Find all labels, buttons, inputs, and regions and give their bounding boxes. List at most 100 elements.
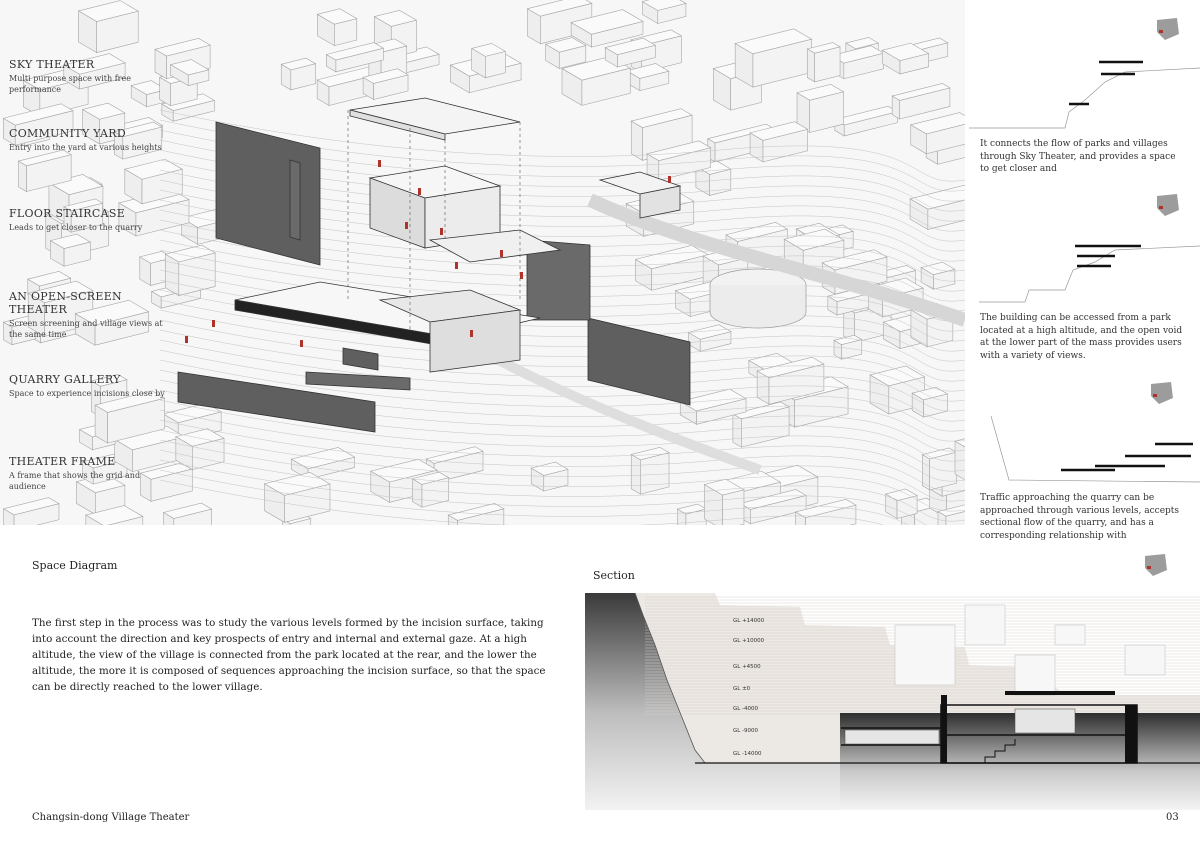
label-desc: Entry into the yard at various heights — [9, 143, 162, 152]
level-marker: GL +10000 — [733, 638, 765, 644]
city-block — [604, 37, 657, 56]
city-block — [17, 149, 72, 167]
label-title: SKY THEATER — [9, 58, 95, 71]
city-block — [881, 42, 930, 61]
city-block — [154, 38, 211, 57]
level-marker: GL +14000 — [733, 618, 765, 624]
city-block — [164, 244, 216, 263]
city-block — [373, 10, 418, 27]
label-title: THEATER FRAME — [9, 455, 116, 468]
city-block — [630, 453, 641, 495]
label-desc: Screen screening and village views at th… — [9, 319, 163, 339]
contour-line — [159, 439, 965, 512]
city-block — [630, 108, 693, 128]
axonometric-drawing — [0, 0, 965, 525]
contour-line — [159, 359, 965, 432]
city-block — [783, 228, 845, 251]
label-sky-theater: SKY THEATER Multi purpose space with fre… — [9, 58, 179, 95]
city-block — [113, 121, 163, 138]
city-block — [316, 8, 358, 25]
city-block — [425, 446, 484, 464]
city-block — [807, 48, 816, 83]
city-block — [739, 489, 807, 510]
contour-line — [159, 419, 965, 492]
label-title: AN OPEN-SCREEN THEATER — [9, 290, 122, 316]
city-block — [81, 102, 126, 120]
label-desc: Space to experience incisions close by — [9, 389, 165, 398]
city-block — [290, 447, 356, 470]
label-desc: Multi purpose space with free performanc… — [9, 74, 131, 94]
city-block — [945, 511, 965, 525]
city-block — [85, 505, 144, 525]
level-marker: GL -14000 — [733, 751, 762, 757]
city-block — [280, 57, 317, 71]
city-block — [909, 112, 965, 135]
city-block — [756, 356, 825, 379]
label-title: QUARRY GALLERY — [9, 373, 121, 386]
section-level-markers: GL +14000 GL +10000 GL +4500 GL ±0 GL -4… — [733, 618, 793, 763]
mini-section-svg — [969, 18, 1200, 576]
side-note-1: It connects the flow of parks and villag… — [980, 139, 1176, 174]
space-diagram-paragraph: The first step in the process was to stu… — [32, 617, 546, 693]
city-block — [49, 233, 92, 249]
city-block — [94, 390, 166, 413]
contour-line — [159, 409, 965, 482]
city-block — [937, 504, 965, 517]
city-block — [175, 428, 225, 447]
city-block — [911, 386, 949, 401]
city-block — [920, 261, 956, 276]
label-floor-staircase: FLOOR STAIRCASE Leads to get closer to t… — [9, 207, 179, 233]
city-block — [27, 271, 72, 287]
city-block — [821, 249, 888, 271]
contour-line — [159, 449, 965, 522]
section-svg — [585, 592, 1200, 810]
city-block — [62, 53, 126, 75]
label-open-screen-theater: AN OPEN-SCREEN THEATER Screen screening … — [9, 290, 167, 340]
city-block — [526, 0, 593, 17]
level-marker: GL +4500 — [733, 664, 761, 670]
city-block — [2, 103, 74, 126]
city-block — [27, 280, 94, 304]
city-block — [325, 42, 385, 61]
label-quarry-gallery: QUARRY GALLERY Space to experience incis… — [9, 373, 179, 399]
section-drawing — [585, 585, 1200, 810]
city-block — [18, 160, 27, 193]
city-block — [48, 174, 104, 195]
city-block — [63, 198, 104, 212]
contour-line — [159, 459, 928, 525]
city-block — [74, 299, 150, 326]
city-block — [927, 199, 965, 230]
city-block — [734, 28, 813, 55]
label-desc: A frame that shows the grid and audience — [9, 471, 141, 491]
city-block — [641, 0, 687, 11]
label-desc: Leads to get closer to the quarry — [9, 223, 143, 232]
city-block — [544, 37, 587, 53]
contour-line — [159, 259, 965, 332]
city-block — [625, 63, 670, 79]
city-block — [833, 334, 863, 345]
city-block — [2, 497, 60, 516]
page-number: 03 — [1166, 812, 1179, 823]
city-block — [90, 374, 128, 387]
label-title: FLOOR STAIRCASE — [9, 207, 126, 220]
city-block — [530, 461, 569, 476]
city-block — [703, 478, 745, 496]
city-block — [749, 121, 809, 141]
space-diagram-heading: Space Diagram — [32, 559, 118, 572]
contour-line — [159, 479, 884, 525]
city-block — [362, 68, 409, 84]
contour-line — [159, 109, 965, 182]
level-marker: GL -4000 — [733, 706, 759, 712]
section-heading: Section — [593, 569, 635, 582]
level-marker: GL ±0 — [733, 686, 751, 692]
city-block — [124, 158, 184, 180]
city-block — [447, 503, 505, 521]
city-block — [796, 83, 845, 101]
contour-line — [159, 469, 909, 525]
side-note-3: Traffic approaching the quarry can be ap… — [980, 493, 1180, 541]
city-block — [263, 472, 331, 496]
label-title: COMMUNITY YARD — [9, 127, 126, 140]
city-block — [630, 446, 670, 461]
city-block — [169, 59, 210, 76]
city-block — [411, 471, 450, 485]
